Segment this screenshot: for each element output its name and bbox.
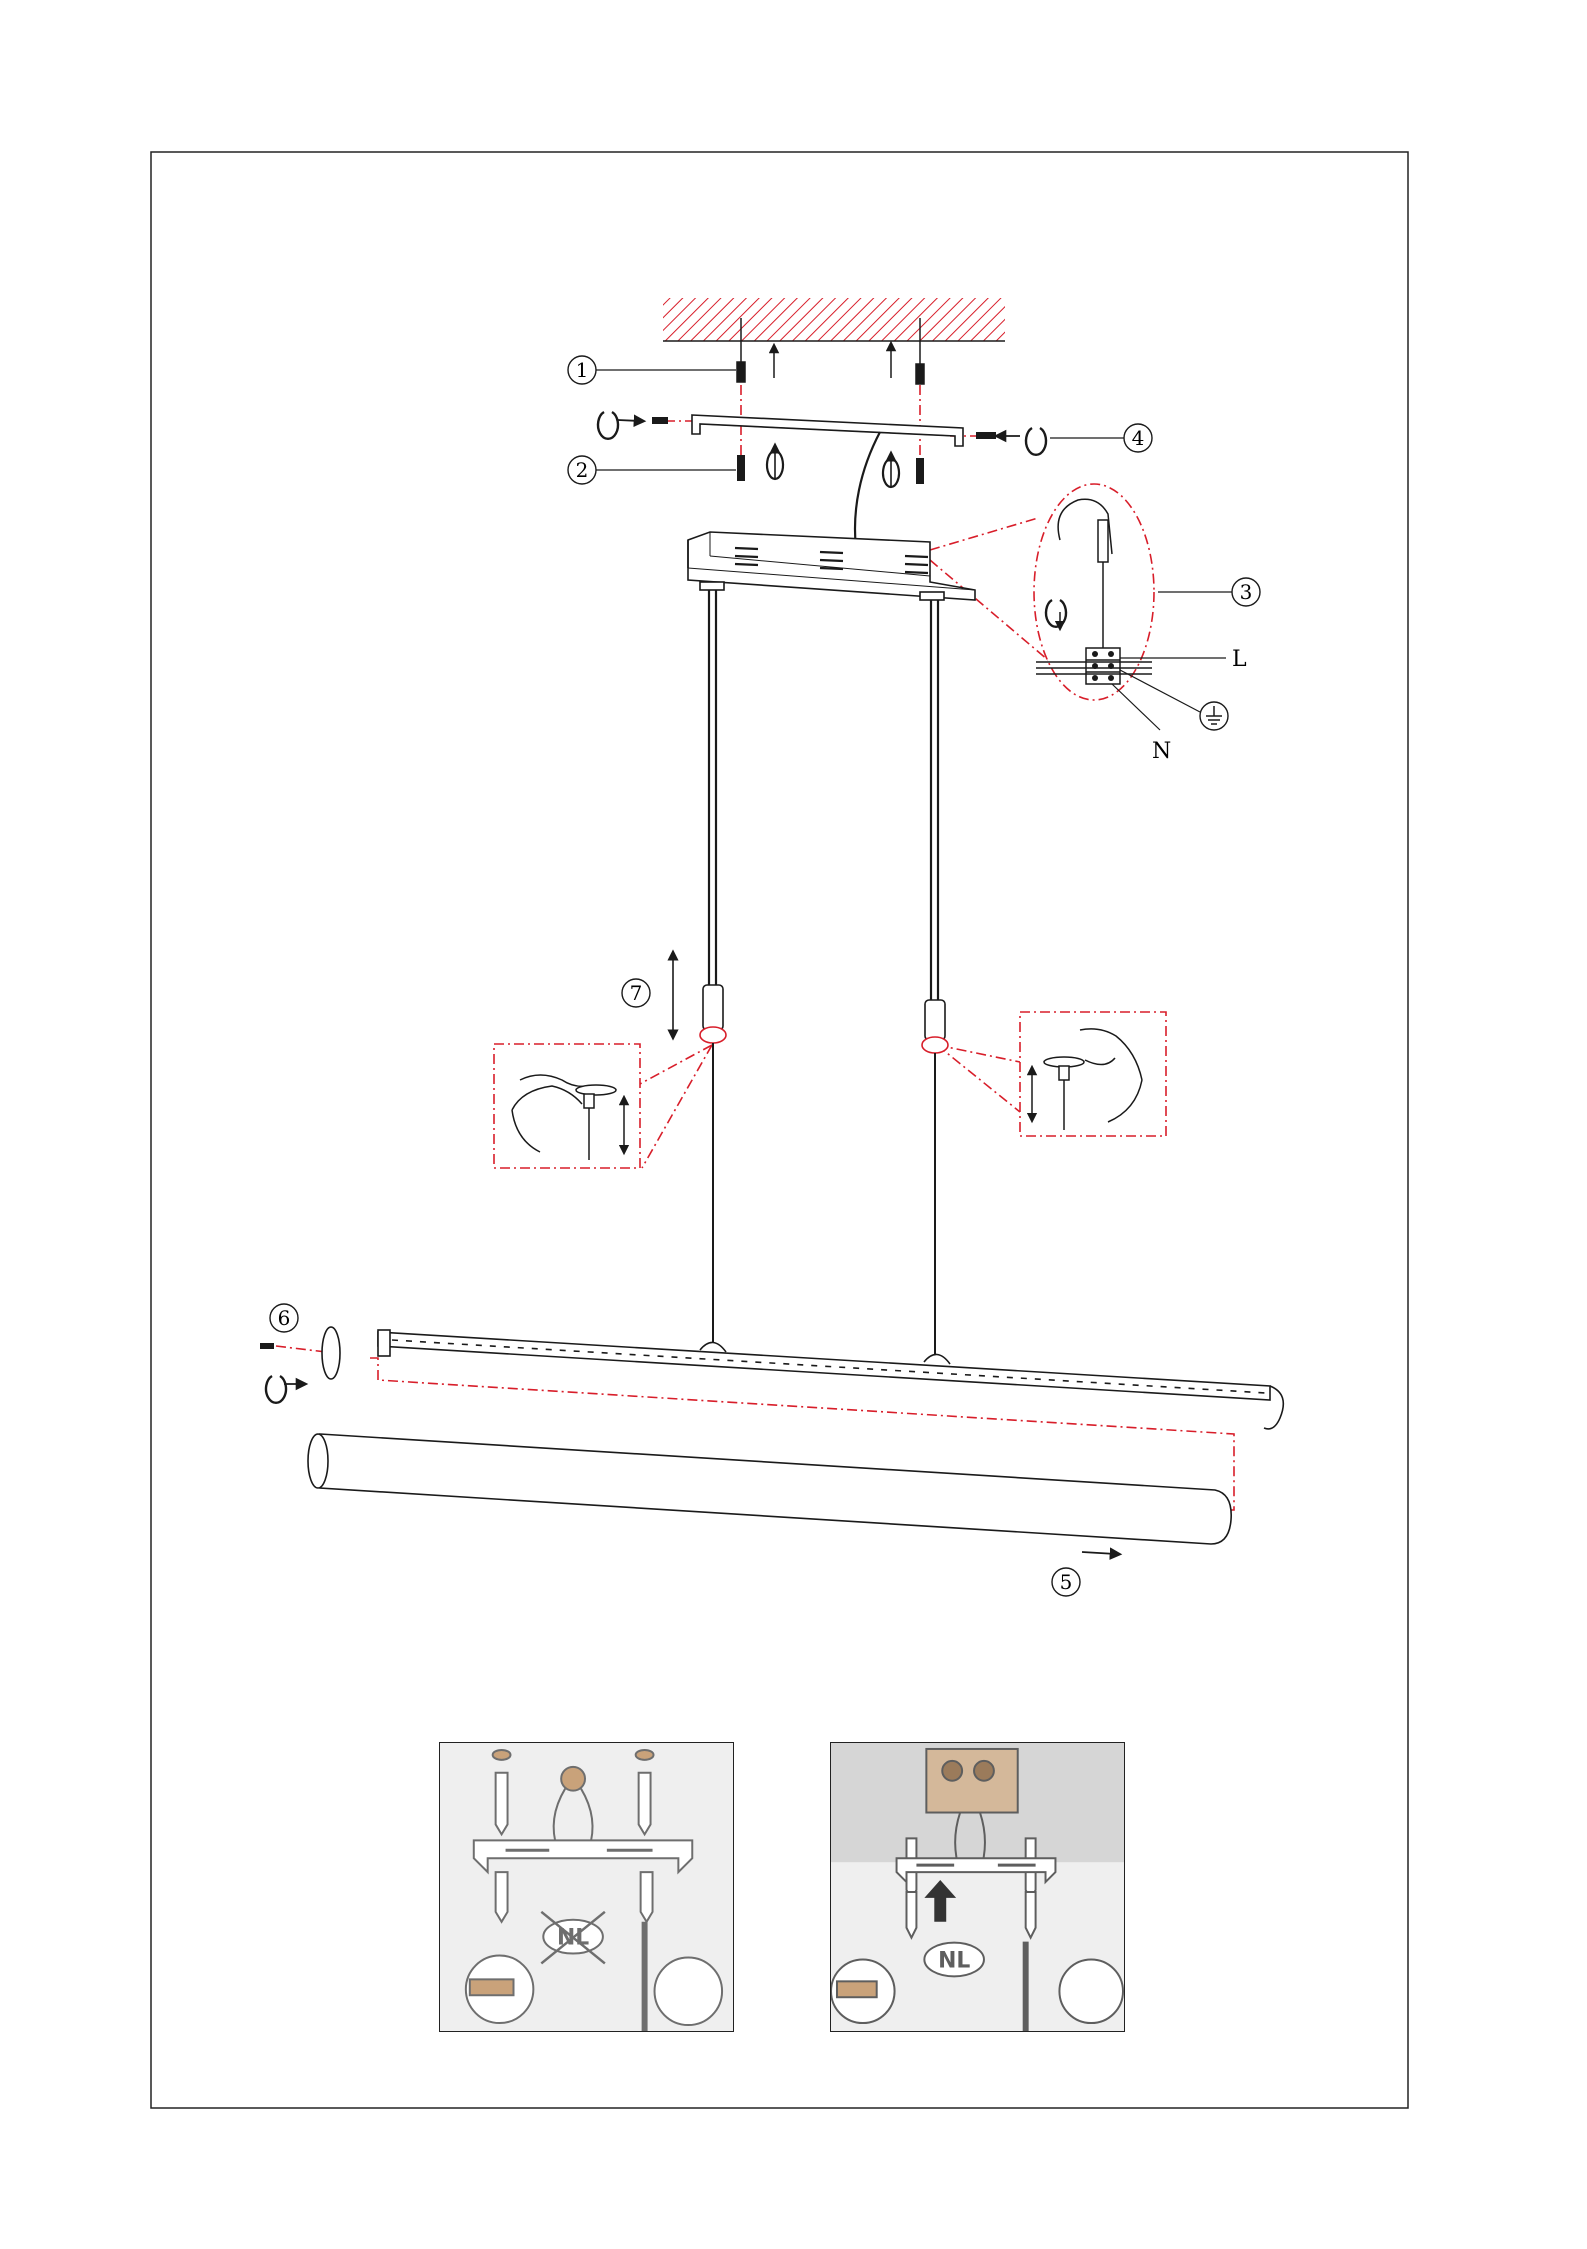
neutral-label: N bbox=[1152, 739, 1171, 764]
callout-7: 7 bbox=[622, 955, 673, 1035]
callout-1: 1 bbox=[568, 356, 736, 384]
adjuster-detail-right bbox=[1020, 1012, 1166, 1136]
inset-correct-illustration: NL bbox=[831, 1743, 1124, 2031]
svg-text:4: 4 bbox=[1132, 426, 1145, 450]
inset-wrong-illustration: NL bbox=[440, 1743, 733, 2031]
svg-text:6: 6 bbox=[278, 1306, 291, 1330]
page-frame bbox=[151, 152, 1408, 2108]
led-bar-body bbox=[378, 1330, 1283, 1429]
svg-text:5: 5 bbox=[1060, 1570, 1073, 1594]
badge-nl: NL bbox=[924, 1943, 984, 1977]
callout-6: 6 bbox=[260, 1304, 340, 1403]
diffuser-tube bbox=[308, 1434, 1231, 1544]
terminal-detail bbox=[1034, 484, 1154, 700]
callout-5: 5 bbox=[1052, 1552, 1116, 1596]
svg-text:NL: NL bbox=[938, 1948, 970, 1973]
callout-4: 4 bbox=[976, 424, 1152, 455]
inset-mounting-correct: NL bbox=[830, 1742, 1125, 2032]
led-bar-dots bbox=[392, 1340, 1266, 1393]
svg-text:2: 2 bbox=[576, 458, 589, 482]
suspension-rods bbox=[709, 590, 938, 1000]
earth-icon bbox=[1200, 702, 1228, 730]
ceiling bbox=[663, 298, 1005, 341]
bracket-left-screw bbox=[598, 412, 668, 439]
end-cap bbox=[322, 1327, 340, 1379]
support-wires bbox=[713, 1043, 935, 1360]
svg-text:3: 3 bbox=[1240, 580, 1253, 604]
callout-3: 3 bbox=[1158, 578, 1260, 606]
live-label: L bbox=[1232, 647, 1247, 672]
height-adjusters bbox=[700, 985, 948, 1053]
supply-cable bbox=[855, 432, 880, 548]
ceiling-canopy bbox=[688, 532, 975, 600]
adjuster-detail-left bbox=[494, 1044, 640, 1168]
inset-mounting-wrong: NL bbox=[439, 1742, 734, 2032]
svg-text:1: 1 bbox=[576, 358, 589, 382]
mounting-bracket bbox=[692, 415, 963, 446]
svg-text:7: 7 bbox=[630, 981, 643, 1005]
